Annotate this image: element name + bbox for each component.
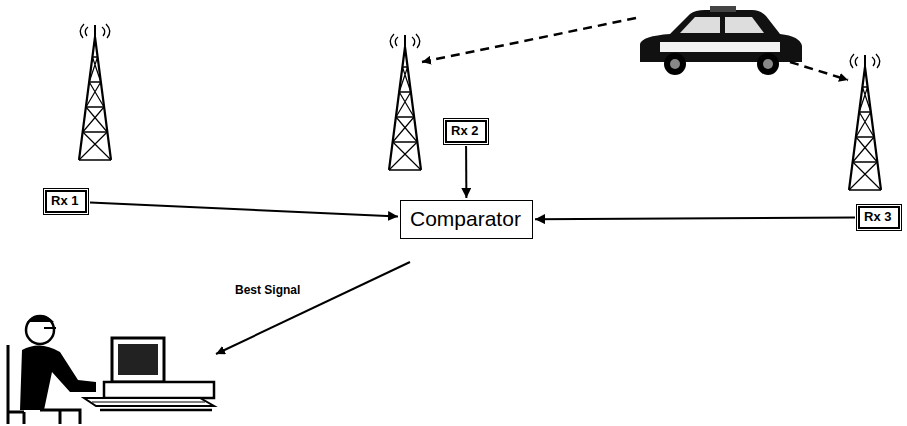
receiver-box: Rx 1 <box>45 190 87 213</box>
box-text: Comparator <box>410 207 521 231</box>
box-text: Rx 1 <box>51 194 78 209</box>
antenna-tower <box>849 54 881 190</box>
receiver-box: Rx 2 <box>445 120 487 143</box>
output-arrow <box>216 262 410 354</box>
signal-connector <box>465 146 467 198</box>
police-car <box>640 6 802 75</box>
box-text: Rx 2 <box>451 124 478 139</box>
antenna-tower <box>389 34 421 170</box>
radio-path <box>790 62 848 80</box>
radio-path <box>422 18 636 62</box>
signal-connector <box>90 203 398 217</box>
antenna-tower <box>79 24 111 160</box>
comparator-box: Comparator <box>400 200 533 239</box>
box-text: Rx 3 <box>864 210 891 225</box>
signal-label: Best Signal <box>233 283 302 297</box>
dispatcher-figure <box>8 315 214 424</box>
receiver-box: Rx 3 <box>858 206 900 229</box>
signal-connector <box>535 218 855 220</box>
